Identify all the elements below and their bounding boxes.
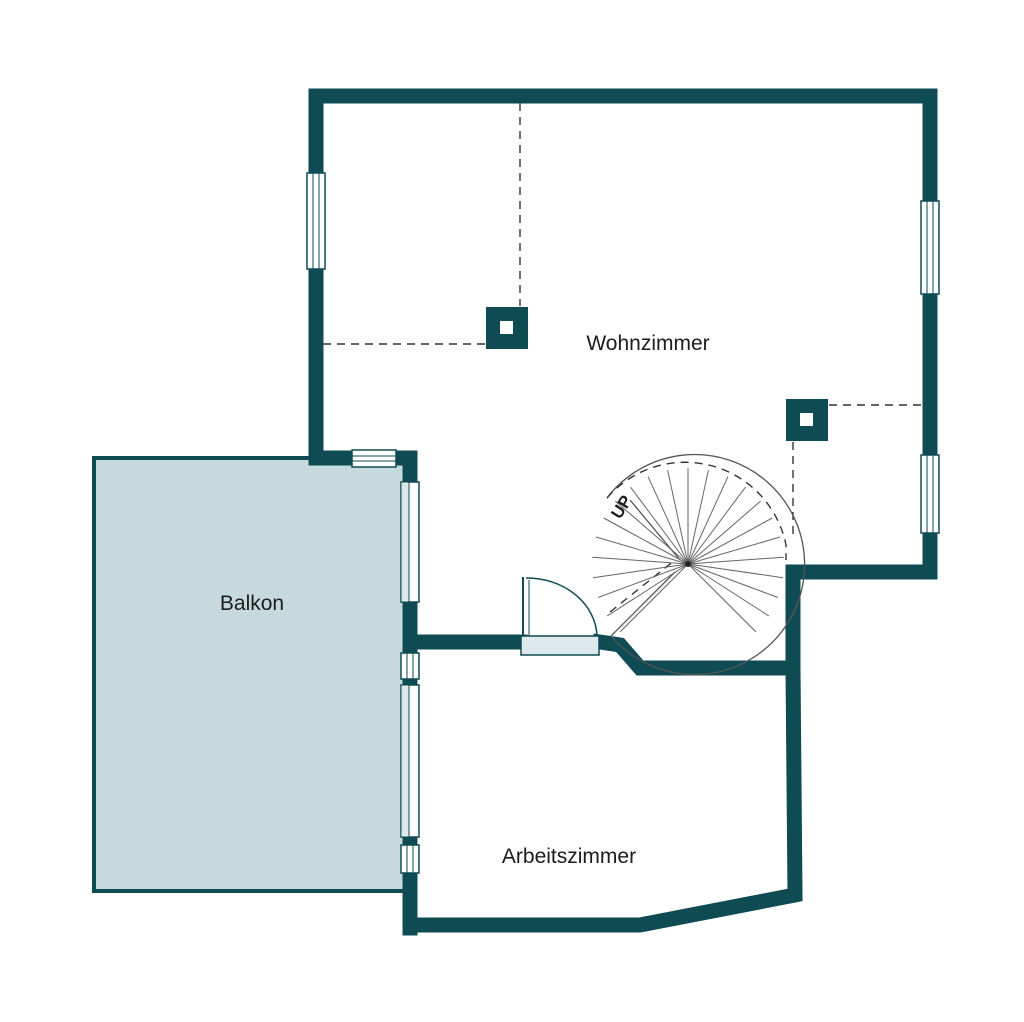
stair-tread: [615, 500, 689, 565]
stair-tread: [687, 517, 773, 565]
stair-tread: [667, 470, 689, 565]
balcony-door-upper: [400, 481, 420, 603]
stair-tread: [592, 563, 689, 579]
columns: [486, 307, 828, 441]
stair-tread: [603, 517, 689, 565]
stair-tread: [630, 486, 689, 565]
stair-up-label: UP: [607, 492, 636, 522]
stair-treads: [592, 468, 784, 633]
room-label-balkon: Balkon: [220, 592, 284, 615]
living-room-outer-wall: [308, 88, 938, 676]
stair-tread: [687, 476, 729, 565]
column-right: [786, 399, 828, 441]
stair-tread: [687, 536, 781, 565]
stair-tread: [592, 556, 689, 565]
stair-tread: [687, 563, 784, 579]
window-study-small-2: [400, 844, 420, 874]
balcony: [92, 456, 408, 893]
stair-tread: [687, 563, 779, 598]
study-outer-wall: [402, 660, 803, 933]
stair-tread: [606, 563, 689, 617]
stair-tread: [687, 563, 770, 617]
balcony-door-lower: [400, 684, 420, 838]
divider-wall-right: [591, 633, 801, 676]
stair-tread: [687, 500, 761, 565]
stair-tread: [647, 476, 689, 565]
windows: [306, 172, 940, 874]
door-swing-arc: [525, 577, 598, 637]
beam-lines: [323, 103, 923, 540]
balcony-area: [92, 456, 408, 893]
stair-tread: [687, 556, 784, 565]
room-label-wohnzimmer: Wohnzimmer: [586, 332, 709, 355]
stair-tread: [687, 486, 746, 565]
stair-tread: [597, 563, 689, 598]
window-balcony-top: [351, 449, 397, 468]
stair-tread: [687, 470, 709, 565]
window-right-top: [920, 200, 940, 295]
stair-tread: [687, 563, 757, 633]
window-right-bottom: [920, 454, 940, 534]
stair-tread: [595, 536, 689, 565]
stair-dashed-railing: [606, 461, 787, 560]
column-left: [486, 307, 528, 349]
study-door: [520, 577, 600, 656]
stair-center-post: [685, 561, 691, 567]
stair-outer-outline: [606, 453, 806, 676]
window-left-top: [306, 172, 326, 270]
room-label-arbeitszimmer: Arbeitszimmer: [502, 845, 636, 868]
stair-tread: [619, 563, 689, 633]
window-study-small-1: [400, 652, 420, 680]
door-threshold: [520, 635, 600, 656]
